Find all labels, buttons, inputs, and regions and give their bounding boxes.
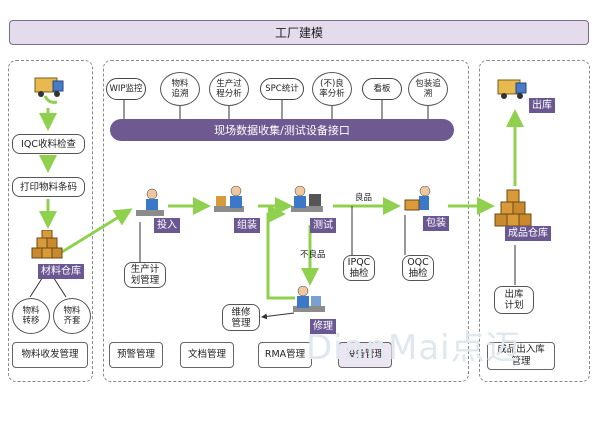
incoming-truck-icon [31,72,67,108]
outbound-tag: 出库 [529,98,555,113]
print-label-box[interactable]: 打印物料条码 [12,177,85,197]
page-title: 工厂建模 [9,20,589,45]
outgoing-truck-icon [494,74,532,110]
material-warehouse-tag: 材料仓库 [38,264,84,279]
ipqc-box[interactable]: IPQC 抽检 [343,255,375,281]
oqc-box[interactable]: OQC 抽检 [402,255,434,281]
test-station-icon [291,185,325,222]
repair-mgmt-box[interactable]: 维修 管理 [222,304,260,331]
spc-stats-node[interactable]: SPC统计 [260,78,304,100]
packing-station-tag: 包装 [423,216,449,231]
flow-arrow [266,205,295,300]
input-station-icon [136,188,164,224]
outbound-plan-box[interactable]: 出库 计划 [494,286,534,314]
packing-station-icon [403,185,435,222]
repair-station-tag: 修理 [310,319,336,334]
material-trace-node[interactable]: 物料 追溯 [160,72,200,106]
yield-analysis-node[interactable]: (不)良 率分析 [312,72,352,106]
rma-mgmt-button[interactable]: RMA管理 [258,342,312,368]
wip-monitor-node[interactable]: WIP监控 [106,78,146,100]
input-station-tag: 投入 [154,218,180,233]
assembly-station-icon [214,185,248,222]
alert-mgmt-button[interactable]: 预警管理 [109,342,163,368]
material-boxes-icon [30,229,66,268]
flow-arrow [61,208,133,254]
packing-trace-node[interactable]: 包装追 溯 [408,72,448,106]
kanban-node[interactable]: 看板 [362,78,402,100]
equipment-mgmt-button[interactable]: 设备管理 [338,342,392,368]
iqc-inspection-box[interactable]: IQC收料检查 [12,134,85,154]
data-interface-bar: 现场数据收集/测试设备接口 [110,119,454,141]
finished-goods-boxes-icon [493,186,541,232]
finished-goods-io-button[interactable]: 成品出入库 管理 [487,342,555,370]
finished-warehouse-tag: 成品仓库 [505,226,551,241]
repair-station-icon [293,285,327,322]
document-mgmt-button[interactable]: 文档管理 [180,342,234,368]
production-plan-box[interactable]: 生产计 划管理 [124,262,166,288]
good-product-label: 良品 [355,193,373,203]
test-station-tag: 测试 [310,218,336,233]
defect-label: 不良品 [300,250,326,260]
material-io-mgmt-button[interactable]: 物料收发管理 [12,342,88,368]
material-transfer-node[interactable]: 物料 转移 [12,298,50,334]
watermark: DianMai点迈 [306,328,521,368]
assembly-station-tag: 组装 [234,218,260,233]
connector-line [261,312,295,320]
material-kitting-node[interactable]: 物料 齐套 [53,298,91,334]
process-analysis-node[interactable]: 生产过 程分析 [209,72,249,106]
